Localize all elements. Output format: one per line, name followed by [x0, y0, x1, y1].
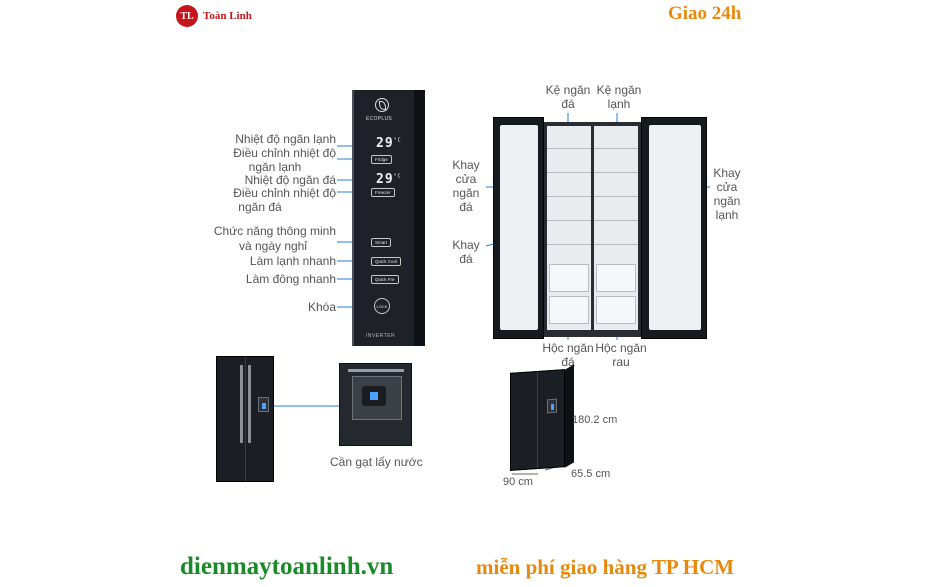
label-fridge-shelf-1: Kệ ngăn	[596, 83, 642, 97]
dispenser-zoom-image	[339, 363, 412, 446]
ecoplus-leaf-icon	[375, 98, 389, 112]
fridge-dimension-image	[510, 369, 565, 471]
freezer-temp-unit: °C	[393, 173, 402, 180]
quick-freeze-button[interactable]: Quick Fre	[371, 275, 399, 284]
label-fridge-tray-3: ngăn	[713, 194, 741, 208]
fridge-compartment	[594, 126, 638, 330]
label-quick-freeze: Làm đông nhanh	[245, 272, 336, 286]
water-dispenser	[258, 397, 269, 412]
label-fridge-tray-1: Khay	[713, 166, 741, 180]
quick-cool-button[interactable]: Quick Cool	[371, 257, 402, 266]
logo-mark: TL	[176, 5, 198, 27]
fridge-front-image	[216, 356, 274, 482]
dim-height: 180.2 cm	[572, 414, 618, 426]
fridge-temp-unit: °C	[393, 137, 402, 144]
label-veg-drawer-1: Hộc ngăn	[595, 341, 647, 355]
panel-edge	[414, 90, 425, 346]
label-fridge-tray-2: cửa	[716, 180, 738, 194]
fridge-interior-image	[493, 117, 707, 339]
label-fridge-adjust-2: ngăn lạnh	[248, 160, 302, 174]
label-ice-tray-2: đá	[459, 252, 473, 266]
label-fridge-temp: Nhiệt độ ngăn lạnh	[235, 132, 336, 146]
label-ice-tray-1: Khay	[452, 238, 480, 252]
label-freezer-tray-1: Khay	[452, 158, 480, 172]
lock-button[interactable]: LOCK	[374, 298, 390, 314]
dispenser-caption: Cần gạt lấy nước	[330, 455, 423, 469]
shipping-promo: miễn phí giao hàng TP HCM	[476, 555, 735, 579]
fridge-temp-display: 29°C	[376, 136, 402, 151]
label-freezer-adjust-1: Điều chỉnh nhiệt độ	[233, 186, 336, 200]
freezer-temp-value: 29	[376, 172, 394, 187]
freezer-compartment	[547, 126, 591, 330]
ecoplus-label: ECOPLUS	[366, 116, 392, 122]
label-smart-1: Chức năng thông minh	[213, 224, 336, 238]
fridge-temp-value: 29	[376, 136, 394, 151]
fridge-door	[641, 117, 707, 339]
label-freezer-temp: Nhiệt độ ngăn đá	[244, 173, 336, 187]
label-freezer-tray-4: đá	[459, 200, 473, 214]
label-smart-2: và ngày nghỉ	[238, 239, 308, 253]
brand-logo[interactable]: TL Toàn Linh	[176, 4, 262, 28]
logo-text: Toàn Linh	[203, 10, 252, 22]
freezer-temp-display: 29°C	[376, 172, 402, 187]
label-quick-cool: Làm lạnh nhanh	[249, 254, 336, 268]
freezer-button[interactable]: Freezer	[371, 188, 395, 197]
dim-depth: 65.5 cm	[571, 468, 611, 480]
delivery-badge: Giao 24h	[668, 3, 742, 24]
label-veg-drawer-2: rau	[612, 355, 630, 369]
label-fridge-shelf-2: lạnh	[607, 97, 631, 111]
site-url[interactable]: dienmaytoanlinh.vn	[180, 553, 394, 580]
inverter-label: INVERTER	[366, 333, 396, 339]
fridge-cabinet	[544, 122, 641, 337]
dim-width: 90 cm	[503, 476, 533, 488]
label-fridge-adjust-1: Điều chỉnh nhiệt độ	[233, 146, 336, 160]
label-lock: Khóa	[307, 300, 336, 314]
fridge-button[interactable]: Fridge	[371, 155, 392, 164]
freezer-door	[493, 117, 544, 339]
label-freezer-drawer-1: Hộc ngăn	[542, 341, 594, 355]
label-freezer-tray-3: ngăn	[452, 186, 480, 200]
smart-button[interactable]: Smart	[371, 238, 392, 247]
label-freezer-shelf-1: Kệ ngăn	[545, 83, 591, 97]
label-freezer-shelf-2: đá	[561, 97, 575, 111]
label-fridge-tray-4: lạnh	[715, 208, 739, 222]
label-freezer-adjust-2: ngăn đá	[238, 200, 282, 214]
label-freezer-tray-2: cửa	[455, 172, 477, 186]
